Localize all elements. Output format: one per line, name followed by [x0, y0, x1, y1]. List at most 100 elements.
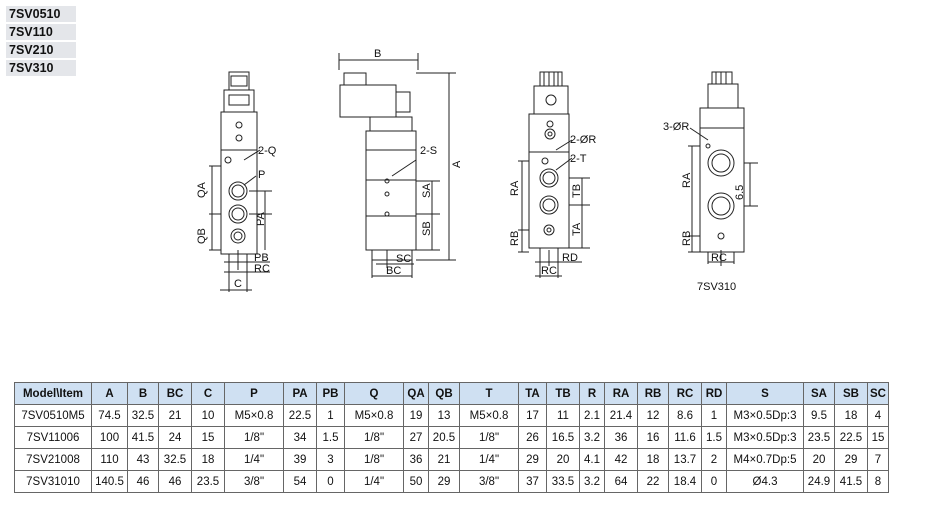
table-cell: 3: [316, 448, 345, 471]
table-cell: 36: [403, 448, 429, 471]
header-ta: TA: [518, 382, 547, 405]
table-cell: 17: [518, 404, 547, 427]
label-2s: 2-S: [420, 145, 437, 157]
table-cell: 24: [158, 426, 192, 449]
header-rc: RC: [668, 382, 702, 405]
label-bc: BC: [386, 265, 401, 277]
table-cell: 37: [518, 470, 547, 493]
label-b: B: [374, 48, 381, 60]
table-cell: M5×0.8: [224, 404, 284, 427]
table-cell: Ø4.3: [726, 470, 804, 493]
header-sc: SC: [867, 382, 889, 405]
model-tag: 7SV210: [6, 42, 76, 58]
label-tb: TB: [571, 184, 583, 198]
model-list: 7SV0510 7SV110 7SV210 7SV310: [6, 6, 76, 78]
table-cell: 3/8": [224, 470, 284, 493]
header-a: A: [91, 382, 128, 405]
table-cell: 8: [867, 470, 889, 493]
table-cell: M5×0.8: [344, 404, 404, 427]
label-sc: SC: [396, 253, 411, 265]
header-qb: QB: [428, 382, 460, 405]
table-cell: 8.6: [668, 404, 702, 427]
table-cell: 74.5: [91, 404, 128, 427]
label-rd: RD: [562, 252, 578, 264]
label-sa: SA: [421, 183, 433, 198]
table-cell: 18: [191, 448, 225, 471]
label-3r: 3-ØR: [663, 121, 689, 133]
table-cell: 3/8": [459, 470, 519, 493]
table-cell: 140.5: [91, 470, 128, 493]
table-cell-model: 7SV0510M5: [14, 404, 92, 427]
label-qb: QB: [196, 228, 208, 244]
header-t: T: [459, 382, 519, 405]
table-cell: 46: [158, 470, 192, 493]
header-tb: TB: [546, 382, 580, 405]
header-b: B: [127, 382, 159, 405]
table-cell: 15: [867, 426, 889, 449]
header-r: R: [579, 382, 605, 405]
table-cell: 9.5: [803, 404, 835, 427]
label-pb: PB: [254, 252, 269, 264]
side-view-drawing: [338, 53, 456, 278]
table-cell: 1: [701, 404, 727, 427]
table-cell: 11.6: [668, 426, 702, 449]
table-cell: 1/8": [344, 426, 404, 449]
table-cell-model: 7SV21008: [14, 448, 92, 471]
label-ta: TA: [571, 222, 583, 236]
model-tag: 7SV0510: [6, 6, 76, 22]
7sv310-view-drawing: [688, 71, 758, 266]
table-cell: 22.5: [834, 426, 868, 449]
table-cell: 16: [637, 426, 669, 449]
table-cell: 1.5: [316, 426, 345, 449]
table-cell: 64: [604, 470, 638, 493]
table-cell: 2.1: [579, 404, 605, 427]
table-cell: 23.5: [191, 470, 225, 493]
table-cell: 1/4": [224, 448, 284, 471]
label-pa: PA: [255, 211, 267, 226]
model-tag: 7SV310: [6, 60, 76, 76]
label-p: P: [258, 169, 265, 181]
table-cell: M3×0.5Dp:3: [726, 404, 804, 427]
drawing-caption: 7SV310: [697, 281, 736, 293]
table-cell: 0: [701, 470, 727, 493]
table-cell: M3×0.5Dp:3: [726, 426, 804, 449]
table-cell: 23.5: [803, 426, 835, 449]
table-cell: 29: [518, 448, 547, 471]
label-a: A: [451, 160, 463, 168]
table-cell: 11: [546, 404, 580, 427]
table-cell: 18: [637, 448, 669, 471]
table-cell: 26: [518, 426, 547, 449]
table-cell: 33.5: [546, 470, 580, 493]
table-cell: 4: [867, 404, 889, 427]
header-sa: SA: [803, 382, 835, 405]
dimension-drawings: 2-Q P QA QB PA PB RC C B 2-S A SA SB SC …: [196, 48, 758, 293]
dimension-table: Model\Item A B BC C P PA PB Q QA QB T TA…: [14, 382, 889, 493]
table-cell: M4×0.7Dp:5: [726, 448, 804, 471]
table-cell: 13.7: [668, 448, 702, 471]
table-cell: 1/4": [459, 448, 519, 471]
table-cell: 100: [91, 426, 128, 449]
header-rb: RB: [637, 382, 669, 405]
label-rc-3: RC: [541, 265, 557, 277]
table-cell: 27: [403, 426, 429, 449]
table-cell: 1.5: [701, 426, 727, 449]
label-qa: QA: [196, 181, 208, 198]
header-p: P: [224, 382, 284, 405]
table-cell-model: 7SV11006: [14, 426, 92, 449]
table-cell: 29: [834, 448, 868, 471]
table-cell: 110: [91, 448, 128, 471]
front-view-drawing: [209, 71, 272, 292]
header-pb: PB: [316, 382, 345, 405]
table-cell: 3.2: [579, 470, 605, 493]
table-cell: 32.5: [127, 404, 159, 427]
table-cell: 3.2: [579, 426, 605, 449]
table-cell: 32.5: [158, 448, 192, 471]
table-cell: 12: [637, 404, 669, 427]
table-cell: 7: [867, 448, 889, 471]
table-cell: 1/8": [344, 448, 404, 471]
header-ra: RA: [604, 382, 638, 405]
